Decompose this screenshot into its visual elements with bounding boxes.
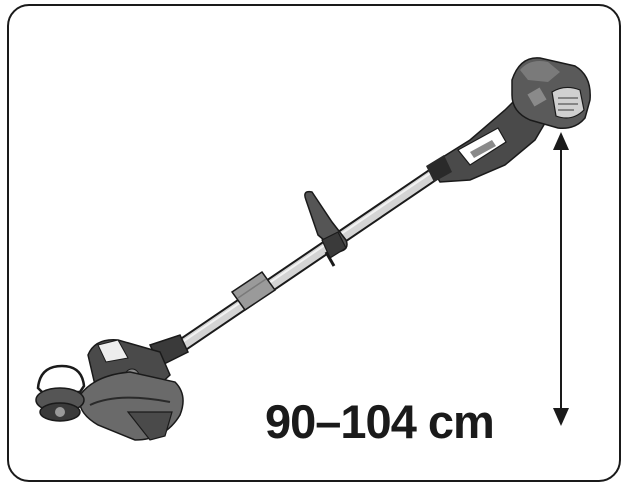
telescopic-collar — [230, 270, 277, 312]
cutting-head — [78, 334, 189, 441]
auxiliary-handle — [304, 190, 348, 267]
motor-handle-housing — [426, 57, 591, 183]
measurement-label: 90–104 cm — [265, 395, 495, 448]
spool-edge-guide — [35, 364, 86, 422]
trimmer-shaft — [168, 163, 447, 357]
height-arrow-icon — [553, 132, 569, 426]
